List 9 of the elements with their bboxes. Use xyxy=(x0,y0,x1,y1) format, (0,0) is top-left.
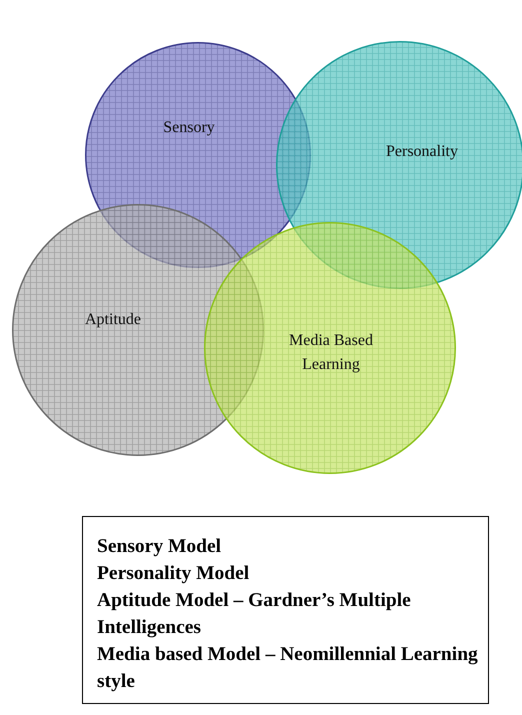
circle-label: Personality xyxy=(385,142,459,162)
model-line: Sensory Model xyxy=(97,535,222,559)
model-line: Aptitude Model – Gardner’s Multiple Intelligences xyxy=(97,589,412,640)
model-line: Personality Model xyxy=(97,562,250,586)
circle-label: Media Based Learning xyxy=(288,331,374,375)
circle-label: Aptitude xyxy=(84,310,142,330)
circle-label: Sensory xyxy=(162,118,216,138)
text-box xyxy=(82,516,489,704)
model-line: Media based Model – Neomillennial Learning style xyxy=(97,643,478,694)
